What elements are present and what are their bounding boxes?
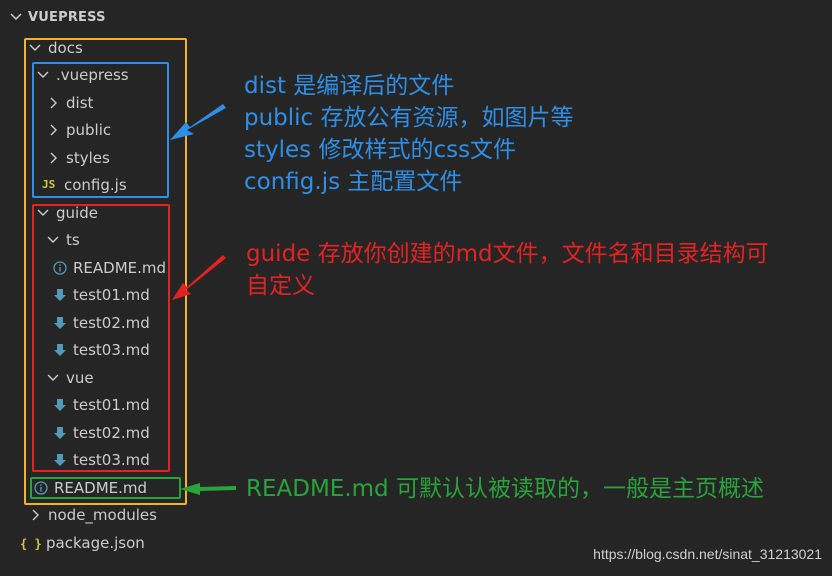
tree-item-label: docs bbox=[48, 39, 83, 57]
tree-item-label: test01.md bbox=[73, 286, 150, 304]
tree-item-label: test02.md bbox=[73, 314, 150, 332]
tree-item-label: guide bbox=[56, 204, 98, 222]
chevron-right-icon bbox=[46, 123, 60, 137]
tree-item-node-modules[interactable]: node_modules bbox=[28, 504, 157, 526]
chevron-down-icon bbox=[8, 9, 24, 25]
tree-item-label: package.json bbox=[46, 534, 145, 552]
tree-item-label: test03.md bbox=[73, 451, 150, 469]
tree-item-label: test03.md bbox=[73, 341, 150, 359]
tree-item-ts-readme[interactable]: README.md bbox=[53, 257, 166, 279]
tree-item-label: node_modules bbox=[48, 506, 157, 524]
tree-item-dist[interactable]: dist bbox=[46, 92, 93, 114]
tree-item-label: test01.md bbox=[73, 396, 150, 414]
readme-highlight-box bbox=[30, 477, 181, 499]
guide-annotation: guide 存放你创建的md文件，文件名和目录结构可 自定义 bbox=[246, 238, 769, 302]
markdown-arrow-icon bbox=[53, 288, 67, 302]
json-file-icon: { } bbox=[20, 536, 42, 551]
tree-item-label: test02.md bbox=[73, 424, 150, 442]
watermark: https://blog.csdn.net/sinat_31213021 bbox=[593, 546, 822, 562]
tree-item-label: ts bbox=[66, 231, 80, 249]
annotation-line: config.js 主配置文件 bbox=[244, 169, 463, 195]
readme-annotation: README.md 可默认认被读取的，一般是主页概述 bbox=[246, 473, 764, 505]
tree-item-ts[interactable]: ts bbox=[46, 229, 80, 251]
vuepress-highlight-box bbox=[32, 62, 169, 198]
tree-item-label: .vuepress bbox=[56, 66, 129, 84]
tree-item-config-js[interactable]: JS config.js bbox=[42, 174, 127, 196]
tree-item-docs-readme[interactable]: README.md bbox=[34, 477, 147, 499]
tree-item-vue-test02[interactable]: test02.md bbox=[53, 422, 150, 444]
chevron-down-icon bbox=[28, 41, 42, 55]
markdown-arrow-icon bbox=[53, 343, 67, 357]
guide-highlight-box bbox=[32, 204, 170, 472]
tree-item-label: config.js bbox=[64, 176, 127, 194]
markdown-arrow-icon bbox=[53, 398, 67, 412]
info-icon bbox=[34, 480, 48, 495]
tree-item-vue-test03[interactable]: test03.md bbox=[53, 449, 150, 471]
annotation-line: README.md 可默认认被读取的，一般是主页概述 bbox=[246, 476, 764, 502]
tree-item-label: README.md bbox=[73, 259, 167, 277]
tree-item-vue-test01[interactable]: test01.md bbox=[53, 394, 150, 416]
tree-item-ts-test01[interactable]: test01.md bbox=[53, 284, 150, 306]
js-file-icon: JS bbox=[42, 177, 56, 191]
tree-item-label: styles bbox=[66, 149, 110, 167]
tree-item-docs[interactable]: docs bbox=[28, 37, 83, 59]
annotation-line: styles 修改样式的css文件 bbox=[244, 137, 517, 163]
tree-item-vuepress[interactable]: .vuepress bbox=[36, 64, 129, 86]
tree-item-public[interactable]: public bbox=[46, 119, 111, 141]
tree-item-label: public bbox=[66, 121, 112, 139]
annotation-line: dist 是编译后的文件 bbox=[244, 73, 455, 99]
chevron-right-icon bbox=[46, 151, 60, 165]
annotation-line: public 存放公有资源，如图片等 bbox=[244, 105, 574, 131]
tree-item-guide[interactable]: guide bbox=[36, 202, 98, 224]
tree-item-label: dist bbox=[66, 94, 94, 112]
chevron-right-icon bbox=[28, 508, 42, 522]
info-icon bbox=[53, 260, 67, 275]
markdown-arrow-icon bbox=[53, 453, 67, 467]
green-arrow bbox=[180, 483, 236, 495]
tree-item-styles[interactable]: styles bbox=[46, 147, 110, 169]
tree-item-package-json[interactable]: { } package.json bbox=[20, 532, 145, 554]
tree-item-vue[interactable]: vue bbox=[46, 367, 94, 389]
tree-item-ts-test02[interactable]: test02.md bbox=[53, 312, 150, 334]
vuepress-annotation: dist 是编译后的文件 public 存放公有资源，如图片等 styles 修… bbox=[244, 70, 574, 198]
tree-item-label: vue bbox=[66, 369, 94, 387]
chevron-down-icon bbox=[46, 233, 60, 247]
annotation-line: guide 存放你创建的md文件，文件名和目录结构可 bbox=[246, 241, 769, 267]
markdown-arrow-icon bbox=[53, 316, 67, 330]
explorer-root-title: VUEPRESS bbox=[28, 10, 106, 25]
chevron-down-icon bbox=[36, 68, 50, 82]
chevron-right-icon bbox=[46, 96, 60, 110]
chevron-down-icon bbox=[46, 371, 60, 385]
markdown-arrow-icon bbox=[53, 426, 67, 440]
tree-item-ts-test03[interactable]: test03.md bbox=[53, 339, 150, 361]
chevron-down-icon bbox=[36, 206, 50, 220]
tree-item-label: README.md bbox=[54, 479, 148, 497]
annotation-line: 自定义 bbox=[246, 273, 315, 299]
explorer-header[interactable]: VUEPRESS bbox=[0, 8, 300, 30]
